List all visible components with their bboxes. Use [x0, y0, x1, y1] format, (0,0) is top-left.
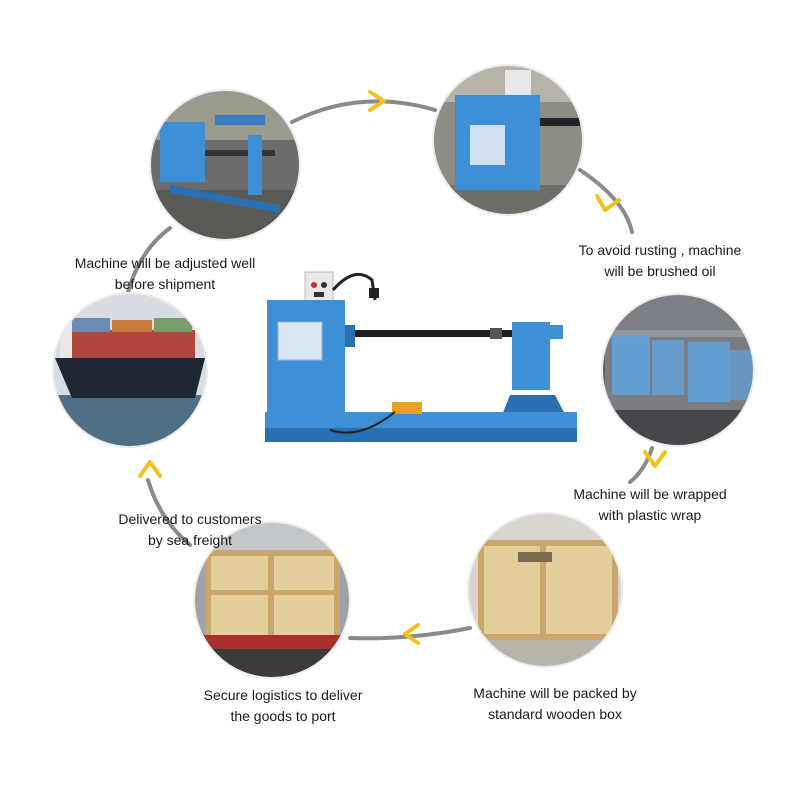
caption-box: Machine will be packed by standard woode…	[473, 685, 637, 722]
cargo-ship-photo	[53, 293, 207, 447]
direction-arrows	[138, 90, 667, 645]
wooden-box-photo	[468, 513, 622, 667]
caption-adjust: Machine will be adjusted well before shi…	[74, 255, 256, 292]
connector-wrap-box	[628, 446, 654, 484]
caption-logistics: Secure logistics to deliver the goods to…	[203, 687, 363, 724]
connector-oil-wrap	[578, 168, 634, 234]
caption-oil: To avoid rusting , machine will be brush…	[578, 242, 742, 279]
arrow-up-icon	[138, 460, 162, 478]
arrow-right-icon	[368, 90, 386, 112]
adjusted-machine-photo	[150, 90, 300, 240]
arrow-left-icon	[403, 623, 420, 645]
coil-winding-machine-photo	[265, 271, 577, 442]
arrow-down-icon	[643, 450, 667, 468]
arrow-down-right-icon	[595, 194, 621, 212]
oiled-machine-photo	[433, 65, 583, 215]
truck-crate-photo	[194, 522, 350, 678]
connector-adjust-oil	[290, 99, 437, 124]
caption-wrap: Machine will be wrapped with plastic wra…	[573, 486, 727, 523]
connector-logistics-sea	[146, 478, 192, 547]
connector-sea-adjust	[126, 226, 172, 294]
cycle-connectors	[126, 99, 654, 641]
caption-sea: Delivered to customers by sea freight	[118, 511, 262, 548]
